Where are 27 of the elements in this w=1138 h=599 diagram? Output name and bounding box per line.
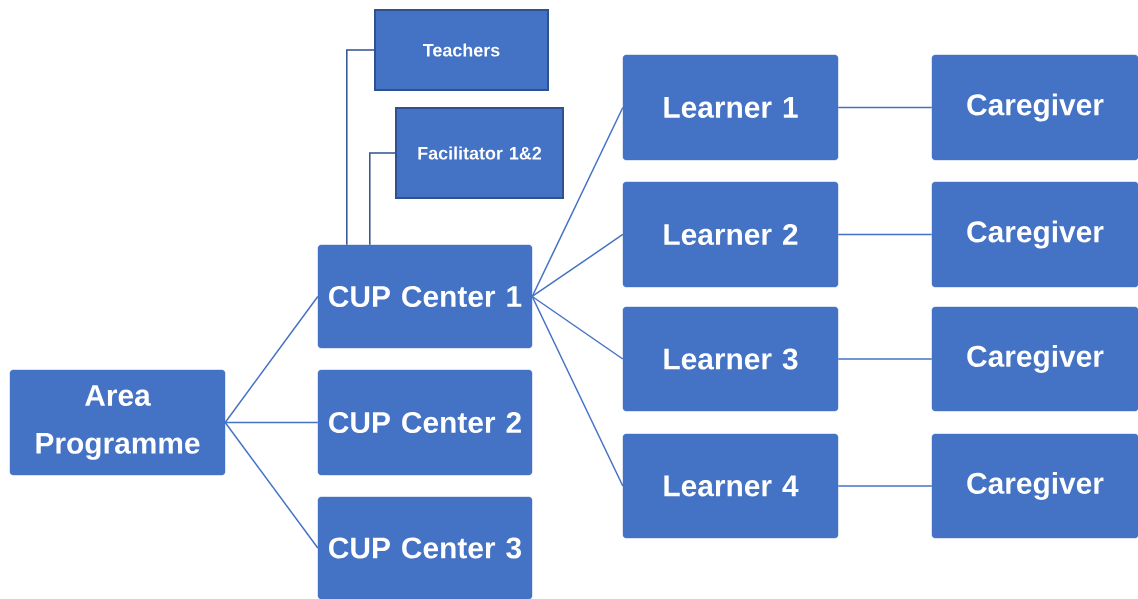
process-box: Learner 4 xyxy=(622,433,839,539)
connector-line xyxy=(531,295,624,487)
process-box: CUP Center 1 xyxy=(317,244,533,349)
process-box: Caregiver xyxy=(931,181,1138,288)
connector-line xyxy=(531,233,624,298)
connector-line xyxy=(224,421,319,424)
connector-line xyxy=(531,106,624,298)
process-box: Facilitator 1&2 xyxy=(395,107,564,199)
process-box: Learner 3 xyxy=(622,306,839,412)
connector-line xyxy=(346,49,375,246)
process-box: Learner 1 xyxy=(622,54,839,161)
process-box: CUP Center 3 xyxy=(317,496,533,599)
process-box: Caregiver xyxy=(931,433,1138,539)
connector-line xyxy=(837,233,933,236)
process-box: Caregiver xyxy=(931,306,1138,412)
connector-line xyxy=(224,295,319,424)
connector-line xyxy=(837,358,933,360)
connector-line xyxy=(531,295,624,360)
process-box: CUP Center 2 xyxy=(317,369,533,476)
process-box: Teachers xyxy=(374,9,549,91)
connector-line xyxy=(224,421,319,549)
connector-line xyxy=(369,152,396,246)
connector-line xyxy=(837,485,933,487)
process-box: Learner 2 xyxy=(622,181,839,288)
connector-line xyxy=(837,106,933,109)
process-box: Area Programme xyxy=(9,369,226,476)
process-box: Caregiver xyxy=(931,54,1138,161)
